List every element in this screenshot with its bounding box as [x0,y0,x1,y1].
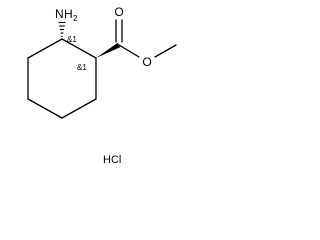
ring-bond-c6-c1 [27,38,63,59]
amine-nitrogen-label: N [55,7,64,21]
ring-bond-c1-c2 [61,38,97,59]
stereo-label-c1: &1 [67,35,77,44]
ring-bond-c4-c5 [27,98,63,119]
solid-wedge-bond [96,42,121,58]
carbonyl-oxygen-label: O [114,5,123,19]
ring-bond-c3-c4 [61,98,97,119]
salt-label: HCl [103,154,121,166]
stereo-label-c2: &1 [77,63,87,72]
hashed-wedge-bond [58,21,66,38]
ester-single-bond [118,44,140,58]
ester-oxygen-label: O [142,55,151,69]
amine-hydrogen-label: H [64,7,73,21]
amine-hydrogen-count: 2 [73,14,78,23]
methyl-bond [154,44,177,58]
bonds [27,19,177,119]
structure-diagram: N H 2 O O &1 &1 HCl [27,5,177,166]
